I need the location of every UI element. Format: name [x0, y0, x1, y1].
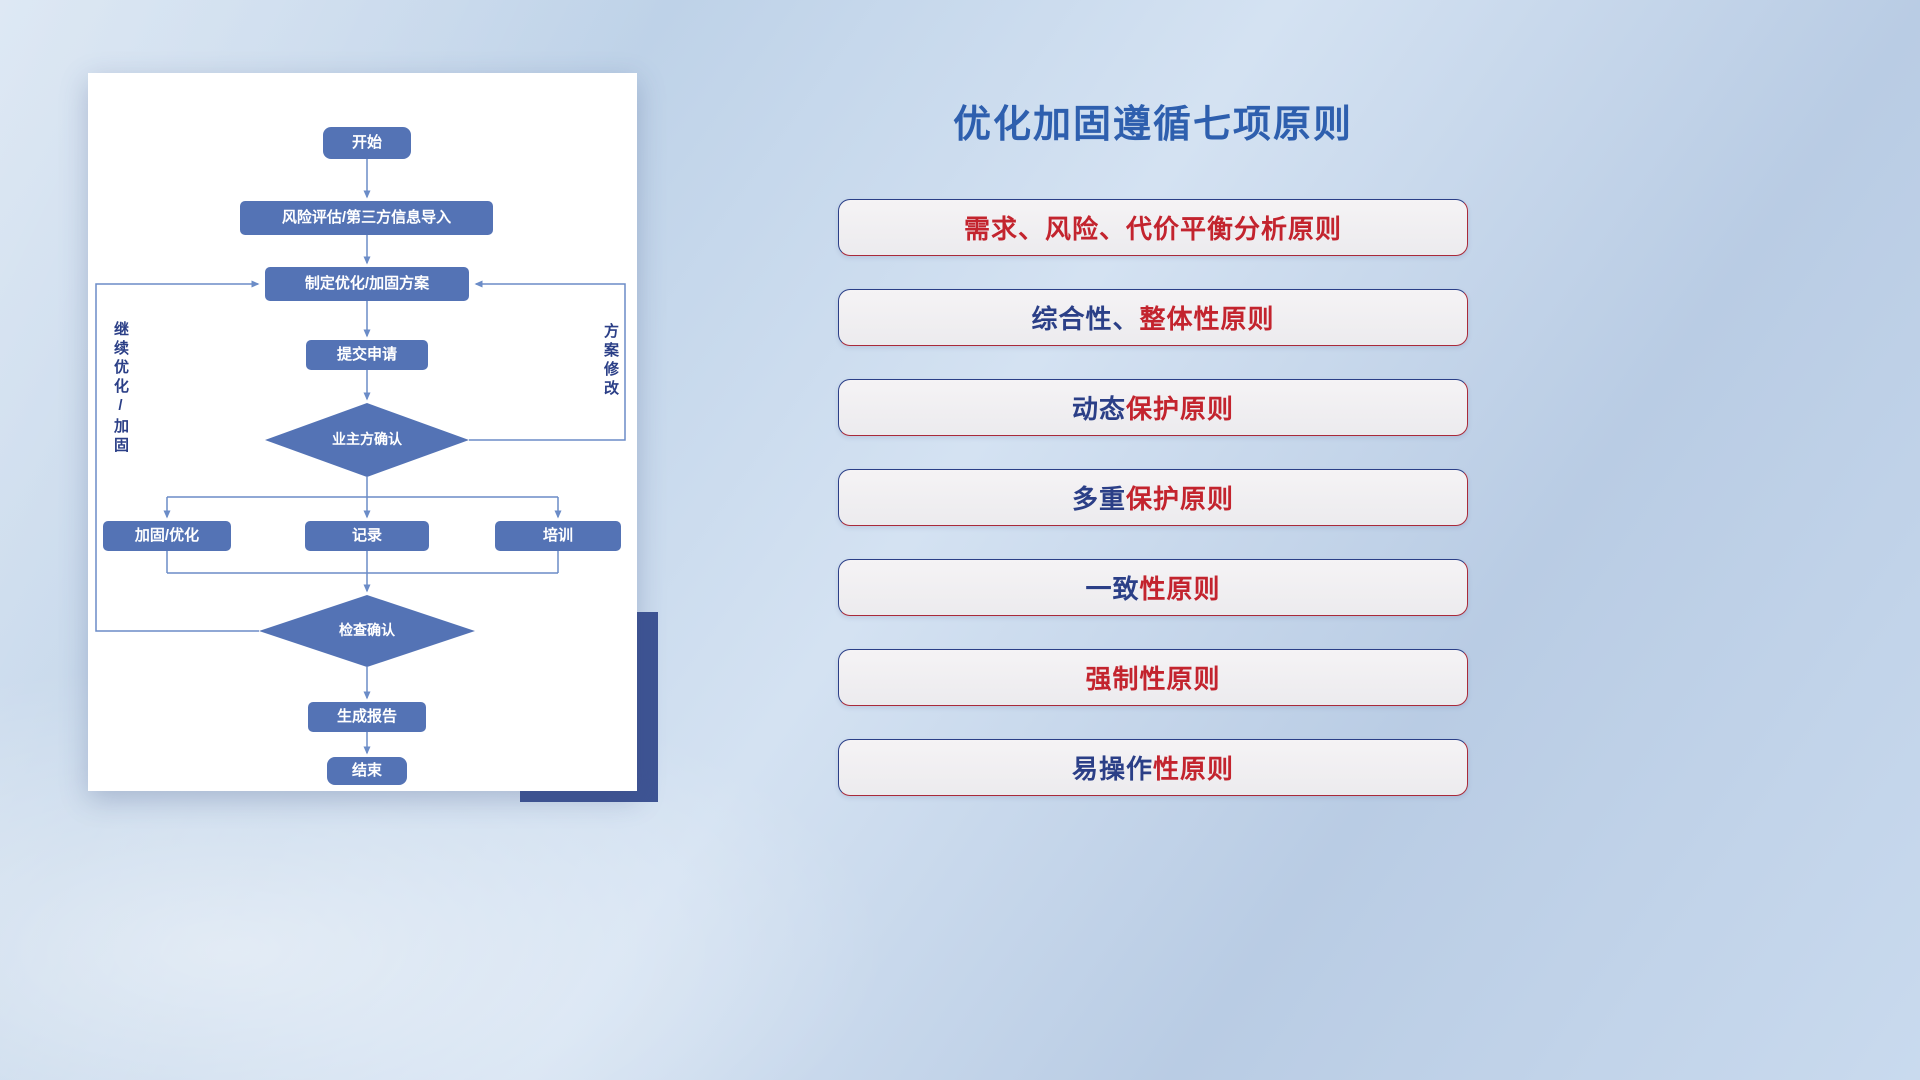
principle-text: 整体性原则 — [1139, 304, 1275, 334]
principle-item: 综合性、整体性原则 — [838, 289, 1468, 346]
principle-text: 保护原则 — [1126, 394, 1235, 424]
principle-text: 动态 — [1071, 394, 1126, 424]
principle-item: 一致性原则 — [838, 559, 1468, 616]
principle-text: 性原则 — [1139, 574, 1221, 604]
principle-text: 多重 — [1071, 484, 1126, 514]
page-title: 优化加固遵循七项原则 — [952, 104, 1353, 146]
flow-node-record: 记录 — [305, 521, 429, 551]
flow-node-risk-import: 风险评估/第三方信息导入 — [240, 201, 493, 235]
flow-connectors — [95, 159, 626, 755]
flow-node-end: 结束 — [327, 757, 407, 785]
principle-item: 需求、风险、代价平衡分析原则 — [838, 199, 1468, 256]
principle-text: 综合性、 — [1031, 304, 1140, 334]
principle-text: 一致 — [1085, 574, 1140, 604]
principle-text: 性原则 — [1153, 754, 1235, 784]
flow-node-training: 培训 — [495, 521, 621, 551]
flowchart-card: 开始 风险评估/第三方信息导入 制定优化/加固方案 提交申请 业主方确认 加固/… — [88, 73, 637, 791]
principle-item: 易操作性原则 — [838, 739, 1468, 796]
principle-text: 易操作 — [1071, 754, 1153, 784]
principle-text: 保护原则 — [1126, 484, 1235, 514]
flow-node-start: 开始 — [323, 127, 411, 159]
flow-node-make-plan: 制定优化/加固方案 — [265, 267, 469, 301]
principle-item: 动态保护原则 — [838, 379, 1468, 436]
flow-node-report: 生成报告 — [308, 702, 426, 732]
principle-text: 强制性原则 — [1085, 664, 1221, 694]
flow-label-continue-optimize: 继续优化/加固 — [112, 321, 129, 456]
principle-item: 强制性原则 — [838, 649, 1468, 706]
flow-node-submit: 提交申请 — [306, 340, 428, 370]
principles-list: 需求、风险、代价平衡分析原则综合性、整体性原则动态保护原则多重保护原则一致性原则… — [838, 199, 1468, 829]
principle-text: 需求、风险、代价平衡分析原则 — [963, 214, 1342, 244]
flow-label-plan-revision: 方案修改 — [602, 323, 619, 399]
flow-node-reinforce: 加固/优化 — [103, 521, 231, 551]
principle-item: 多重保护原则 — [838, 469, 1468, 526]
